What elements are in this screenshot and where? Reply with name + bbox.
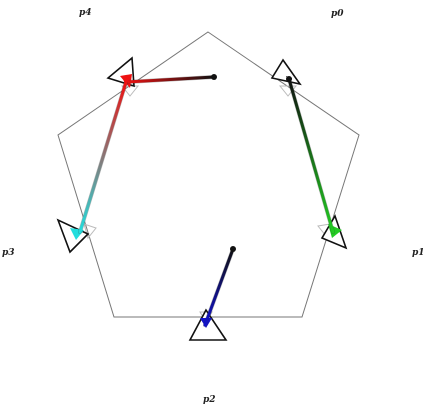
- pointer-p0: [287, 77, 335, 234]
- triangle-icon: [270, 58, 302, 86]
- arrowhead-dot-icon: [211, 74, 217, 80]
- vertex-label-p1: p1: [412, 248, 425, 258]
- vertex-label-p2: p2: [203, 395, 216, 405]
- vertex-marker-p3: [83, 223, 97, 240]
- vertex-label-p0: p0: [331, 9, 344, 19]
- arrowhead-dot-icon: [286, 76, 292, 82]
- arrowhead-dot-icon: [123, 77, 129, 83]
- triangle-icon: [188, 308, 228, 341]
- vertex-label-p4: p4: [79, 8, 92, 18]
- pentagon-outline: [57, 31, 360, 318]
- arrowhead-dot-icon: [230, 246, 236, 252]
- pointer-p4: [124, 75, 216, 84]
- pointer-p3: [78, 80, 128, 234]
- pointer-p2: [203, 247, 235, 327]
- triangle-icon: [56, 218, 90, 254]
- vertex-label-p3: p3: [2, 248, 15, 258]
